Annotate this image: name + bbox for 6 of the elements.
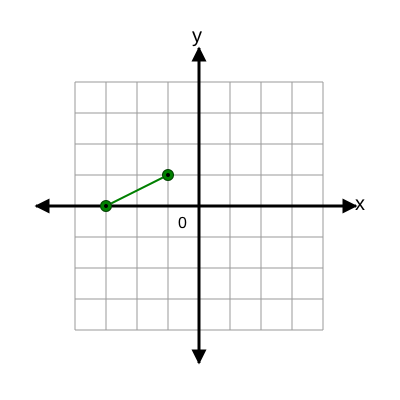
point <box>100 200 112 212</box>
point <box>162 169 174 181</box>
axis-label: y <box>192 26 202 46</box>
line-segment <box>110 176 164 204</box>
origin-label: 0 <box>178 214 187 234</box>
axis-label: x <box>355 194 365 214</box>
